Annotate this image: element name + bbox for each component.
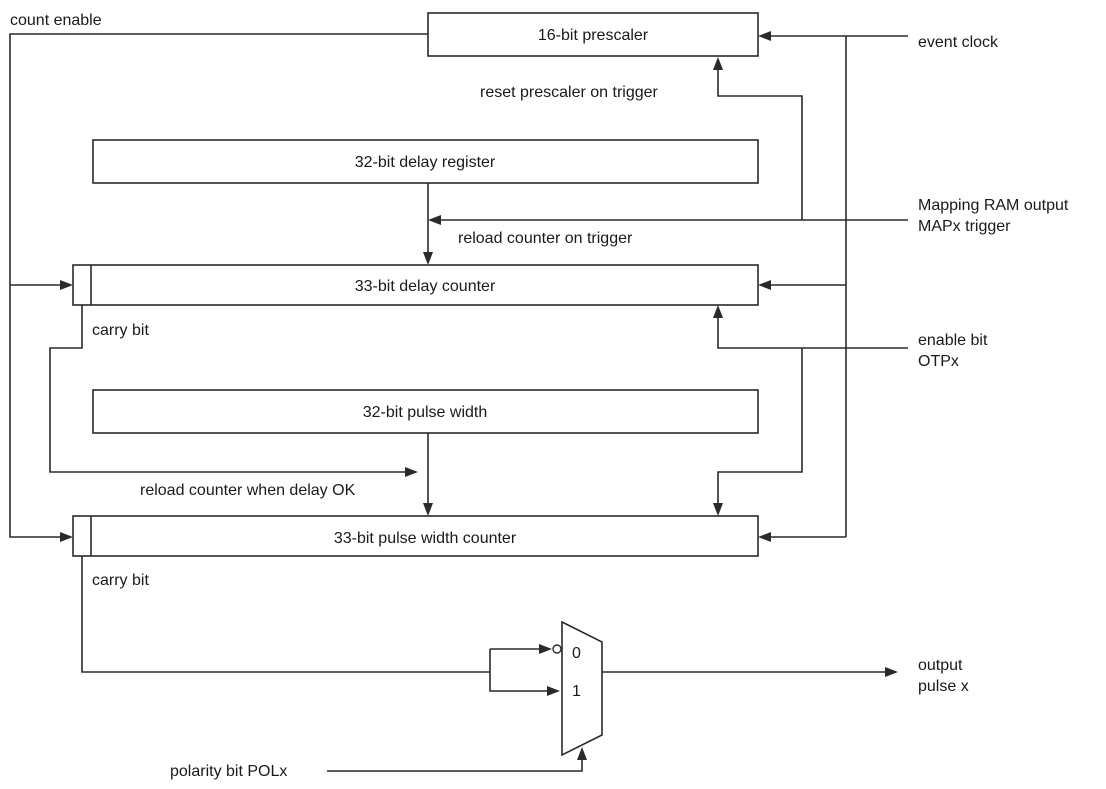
delay-carry-bit-label: carry bit — [92, 322, 149, 339]
delay-carry-wire: carry bit reload counter when delay OK — [49, 305, 418, 499]
output-wire: output pulse x — [602, 657, 969, 695]
output-label: output — [918, 657, 963, 674]
delay-register-label: 32-bit delay register — [355, 154, 496, 171]
otpx-label: OTPx — [918, 353, 959, 370]
event-clock-label: event clock — [918, 34, 999, 51]
count-enable-wire: count enable — [9, 12, 428, 542]
event-clock-wire: event clock — [758, 31, 999, 542]
inverting-input-bubble — [552, 644, 562, 654]
polarity-bit-label: polarity bit POLx — [170, 763, 287, 780]
delay-register-block: 32-bit delay register — [92, 139, 759, 184]
polarity-multiplexer: 0 1 — [552, 620, 603, 757]
enable-bit-label: enable bit — [918, 332, 988, 349]
mapping-ram-output-label: Mapping RAM output — [918, 197, 1069, 214]
mux-input-1-label: 1 — [572, 683, 581, 700]
reload-on-trigger-label: reload counter on trigger — [458, 230, 633, 247]
pulse-width-counter-block: 33-bit pulse width counter — [72, 515, 759, 557]
mapx-trigger-wire: Mapping RAM output MAPx trigger reset pr… — [428, 57, 1069, 247]
prescaler-label: 16-bit prescaler — [538, 27, 649, 44]
delay-register-to-counter-wire — [423, 183, 433, 265]
prescaler-block: 16-bit prescaler — [427, 12, 759, 57]
pulse-carry-wire: carry bit — [81, 556, 560, 696]
pulse-width-counter-label: 33-bit pulse width counter — [334, 530, 517, 547]
delay-counter-block: 33-bit delay counter — [72, 264, 759, 306]
pulse-width-label: 32-bit pulse width — [363, 404, 488, 421]
pulse-carry-bit-label: carry bit — [92, 572, 149, 589]
pulse-x-label: pulse x — [918, 678, 969, 695]
pulse-width-block: 32-bit pulse width — [92, 389, 759, 434]
reset-prescaler-label: reset prescaler on trigger — [480, 84, 659, 101]
pulse-width-to-counter-wire — [423, 433, 433, 516]
reload-when-delay-ok-label: reload counter when delay OK — [140, 482, 356, 499]
polarity-bit-wire: polarity bit POLx — [170, 747, 587, 780]
mapx-trigger-label: MAPx trigger — [918, 218, 1011, 235]
mux-input-0-label: 0 — [572, 645, 581, 662]
count-enable-label: count enable — [10, 12, 102, 29]
delay-counter-label: 33-bit delay counter — [355, 278, 496, 295]
enable-bit-wire: enable bit OTPx — [713, 305, 988, 516]
